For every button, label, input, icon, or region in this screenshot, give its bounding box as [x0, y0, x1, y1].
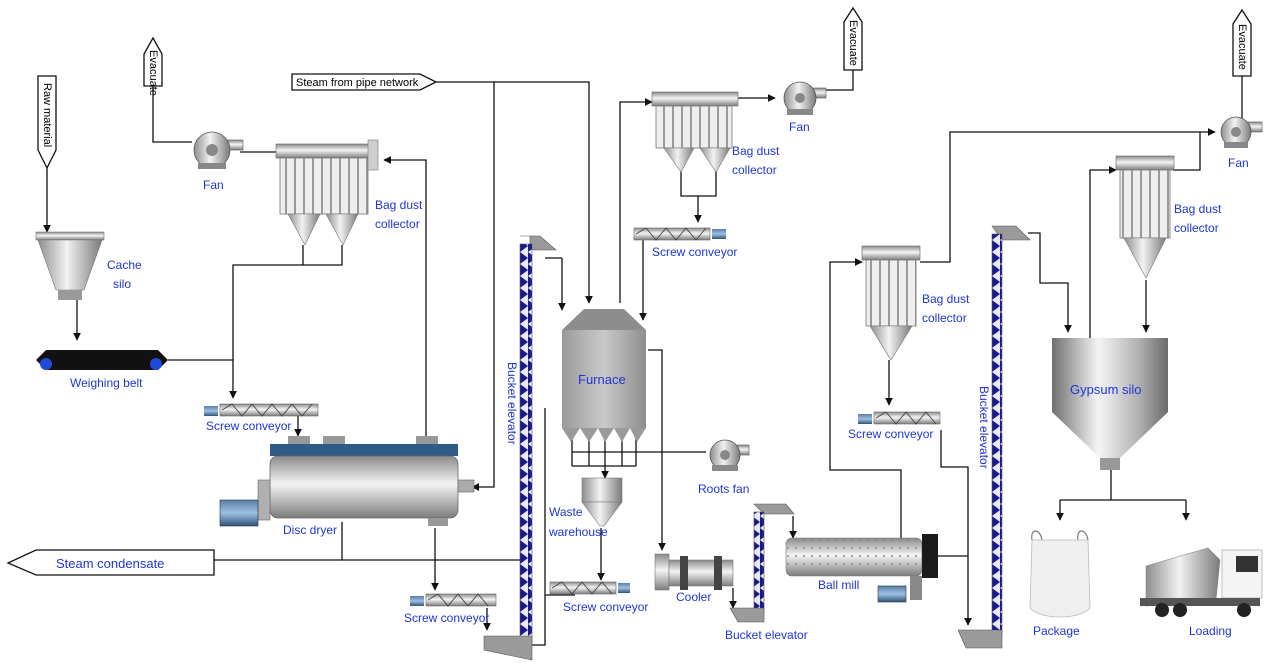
bag-2-label-line1: Bag dust [732, 144, 780, 158]
pipe-network [43, 70, 1243, 646]
bag-dust-collector-2: Bag dust collector [651, 91, 780, 177]
bag-4-label-line1: Bag dust [1174, 202, 1222, 216]
bucket-elevator-1-label: Bucket elevator [505, 362, 519, 445]
bag-dust-collector-4: Bag dust collector [1115, 155, 1222, 279]
evacuate-flag-2: Evacuate [843, 6, 863, 71]
evacuate-flag-3: Evacuate [1232, 8, 1252, 77]
roots-fan: Roots fan [698, 439, 749, 496]
package-bag: Package [1029, 530, 1091, 638]
steam-condensate-flag: Steam condensate [6, 549, 215, 576]
steam-in-flag: Steam from pipe network [291, 73, 438, 91]
cooler-label: Cooler [676, 590, 711, 604]
steam-in-text: Steam from pipe network [296, 77, 419, 89]
cooler: Cooler [654, 553, 734, 604]
bag-1-label-line2: collector [375, 217, 420, 231]
ball-mill-label: Ball mill [818, 578, 859, 592]
furnace-label: Furnace [578, 372, 626, 387]
bag-3-label-line1: Bag dust [922, 292, 970, 306]
package-label: Package [1033, 624, 1080, 638]
fan-3-label: Fan [1228, 156, 1249, 170]
screw-conveyor-2-label: Screw conveyor [652, 245, 737, 259]
weighing-belt: Weighing belt [36, 350, 168, 390]
bag-4-label-line2: collector [1174, 221, 1219, 235]
bucket-elevator-3: Bucket elevator [957, 225, 1031, 649]
gypsum-silo-label: Gypsum silo [1070, 382, 1142, 397]
fan-3: Fan [1220, 116, 1263, 170]
evacuate-flag-1: Evacuate [143, 36, 163, 96]
disc-dryer-label: Disc dryer [283, 523, 337, 537]
ball-mill: Ball mill [785, 534, 938, 603]
loading-label: Loading [1189, 624, 1232, 638]
bag-1-label-line1: Bag dust [375, 198, 423, 212]
roots-fan-label: Roots fan [698, 482, 749, 496]
bag-dust-collector-3: Bag dust collector [861, 245, 970, 361]
weighing-belt-label: Weighing belt [70, 376, 143, 390]
bucket-elevator-3-label: Bucket elevator [977, 386, 991, 469]
fan-1: Fan [193, 131, 244, 192]
disc-dryer: Disc dryer [219, 436, 475, 537]
furnace: Furnace [562, 309, 646, 442]
cache-silo-label-line2: silo [113, 277, 131, 291]
evacuate-text-2: Evacuate [847, 20, 859, 66]
bucket-elevator-2-label: Bucket elevator [725, 628, 808, 642]
screw-conveyor-5-label: Screw conveyor [848, 427, 933, 441]
evacuate-text-3: Evacuate [1236, 24, 1248, 70]
screw-conveyor-2: Screw conveyor [633, 227, 737, 259]
screw-conveyor-4-label: Screw conveyor [563, 600, 648, 614]
screw-conveyor-5: Screw conveyor [848, 411, 941, 441]
screw-conveyor-1: Screw conveyor [204, 403, 319, 433]
steam-condensate-text: Steam condensate [56, 556, 164, 571]
cache-silo-label-line1: Cache [107, 258, 142, 272]
screw-conveyor-1-label: Screw conveyor [206, 419, 291, 433]
evacuate-text-1: Evacuate [147, 50, 159, 96]
screw-conveyor-3: Screw conveyor [404, 593, 497, 625]
bag-3-label-line2: collector [922, 311, 967, 325]
bag-2-label-line2: collector [732, 163, 777, 177]
gypsum-silo: Gypsum silo [1052, 338, 1168, 470]
screw-conveyor-3-label: Screw conveyor [404, 611, 489, 625]
bag-dust-collector-1: Bag dust collector [275, 139, 423, 246]
cache-silo: Cache silo [35, 231, 142, 300]
bucket-elevator-2: Bucket elevator [725, 503, 808, 642]
bucket-elevator-1: Bucket elevator [483, 235, 557, 661]
fan-2-label: Fan [789, 120, 810, 134]
raw-material-text: Raw material [41, 83, 53, 147]
fan-1-label: Fan [203, 178, 224, 192]
fan-2: Fan [783, 81, 827, 134]
screw-conveyor-4: Screw conveyor [549, 581, 648, 614]
loading-truck: Loading [1140, 547, 1263, 638]
raw-material-flag: Raw material [37, 75, 57, 170]
waste-label-line1: Waste [549, 505, 583, 519]
waste-warehouse: Waste warehouse [548, 477, 623, 539]
waste-label-line2: warehouse [548, 525, 608, 539]
